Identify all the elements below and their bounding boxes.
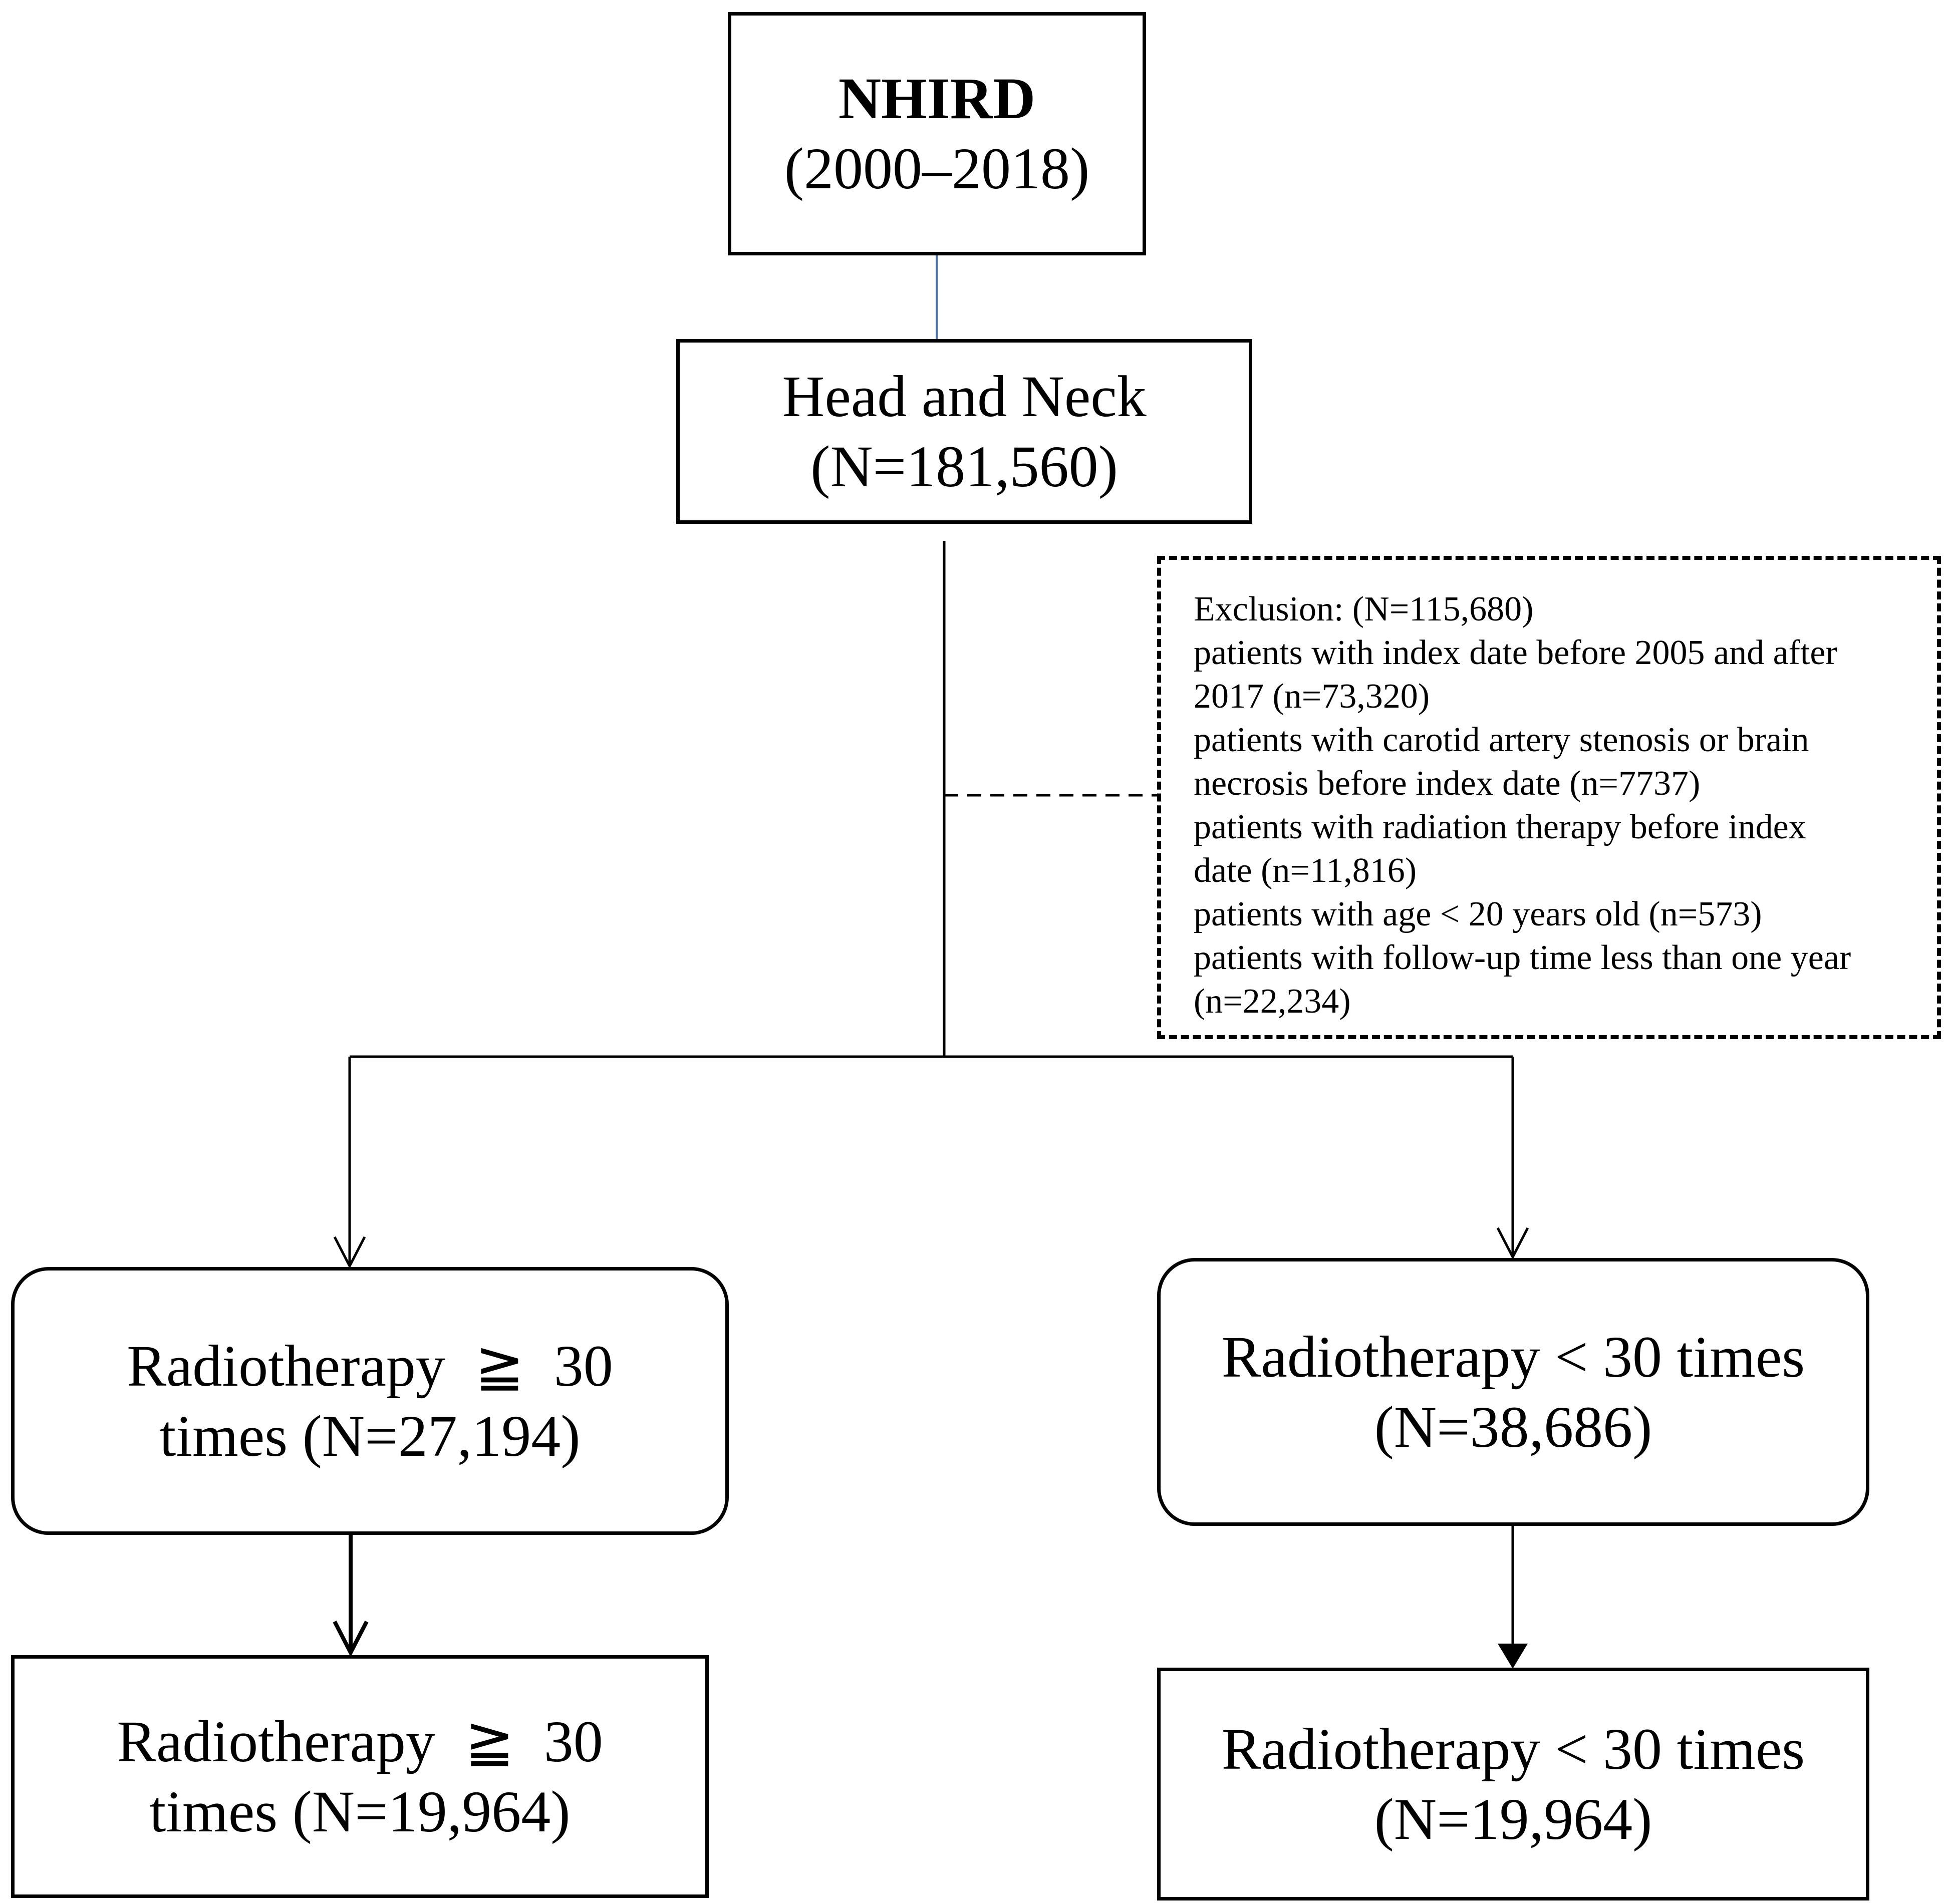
radiotherapy-high-label: Radiotherapy ≧ 30	[127, 1333, 613, 1399]
arrowhead-left-branch	[333, 1236, 366, 1269]
exclusion-box: Exclusion: (N=115,680) patients with ind…	[1157, 556, 1941, 1039]
radiotherapy-low-count: (N=38,686)	[1374, 1394, 1652, 1460]
head-neck-box: Head and Neck (N=181,560)	[676, 339, 1252, 524]
radiotherapy-low-matched-box: Radiotherapy < 30 times (N=19,964)	[1157, 1668, 1869, 1900]
radiotherapy-low-matched-label: Radiotherapy < 30 times	[1221, 1716, 1805, 1782]
arrowhead-right-final	[1498, 1644, 1528, 1669]
radiotherapy-high-matched-label: Radiotherapy ≧ 30	[117, 1708, 603, 1774]
arrowhead-right-branch	[1496, 1227, 1529, 1260]
nhird-box: NHIRD (2000–2018)	[728, 12, 1146, 255]
exclusion-line: necrosis before index date (n=7737)	[1194, 764, 1701, 803]
radiotherapy-low-matched-count: (N=19,964)	[1374, 1786, 1652, 1852]
exclusion-line: date (n=11,816)	[1194, 851, 1417, 890]
exclusion-line: patients with follow-up time less than o…	[1194, 938, 1851, 977]
head-neck-title: Head and Neck	[782, 363, 1147, 429]
exclusion-line: Exclusion: (N=115,680)	[1194, 590, 1534, 628]
head-neck-count: (N=181,560)	[810, 433, 1118, 499]
arrowhead-left-final	[333, 1621, 369, 1657]
radiotherapy-high-box: Radiotherapy ≧ 30 times (N=27,194)	[11, 1267, 729, 1535]
exclusion-line: patients with carotid artery stenosis or…	[1194, 721, 1809, 759]
exclusion-line: patients with radiation therapy before i…	[1194, 808, 1806, 846]
radiotherapy-high-matched-count: times (N=19,964)	[149, 1778, 571, 1844]
nhird-title: NHIRD	[838, 66, 1036, 131]
radiotherapy-low-box: Radiotherapy < 30 times (N=38,686)	[1157, 1258, 1869, 1526]
exclusion-line: (n=22,234)	[1194, 982, 1351, 1021]
radiotherapy-low-label: Radiotherapy < 30 times	[1221, 1324, 1805, 1390]
exclusion-line: 2017 (n=73,320)	[1194, 677, 1430, 716]
exclusion-line: patients with age < 20 years old (n=573)	[1194, 895, 1762, 933]
exclusion-line: patients with index date before 2005 and…	[1194, 633, 1837, 672]
radiotherapy-high-count: times (N=27,194)	[159, 1403, 581, 1469]
radiotherapy-high-matched-box: Radiotherapy ≧ 30 times (N=19,964)	[11, 1655, 709, 1898]
nhird-period: (2000–2018)	[784, 136, 1090, 201]
